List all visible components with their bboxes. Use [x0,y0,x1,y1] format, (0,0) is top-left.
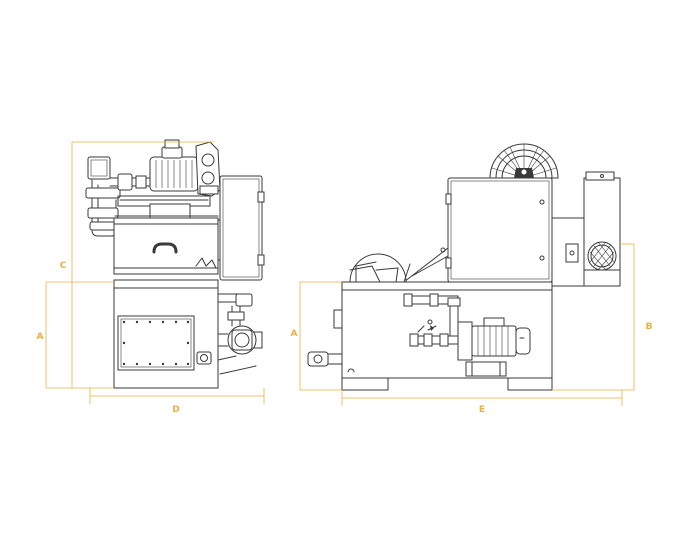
panel-bolts [122,320,190,366]
side-cabinet [403,177,553,283]
side-dimensions: A B E [291,243,653,415]
side-pump-motor [403,293,531,361]
front-hopper [113,217,219,275]
dim-label-d: D [172,405,179,415]
side-hopper [349,253,411,283]
dim-label-b: B [646,322,653,332]
front-lower-tank [113,279,263,389]
front-dimensions: C A D [37,141,265,415]
dim-label-c: C [60,261,67,271]
dim-label-a-side: A [291,329,298,339]
front-control-cabinet [217,175,265,281]
front-view [85,139,265,389]
dim-label-e: E [479,405,485,415]
dim-label-a-front: A [37,332,44,342]
side-view [307,143,621,391]
side-fan-wheel [489,143,559,179]
side-rear-unit [551,171,621,287]
